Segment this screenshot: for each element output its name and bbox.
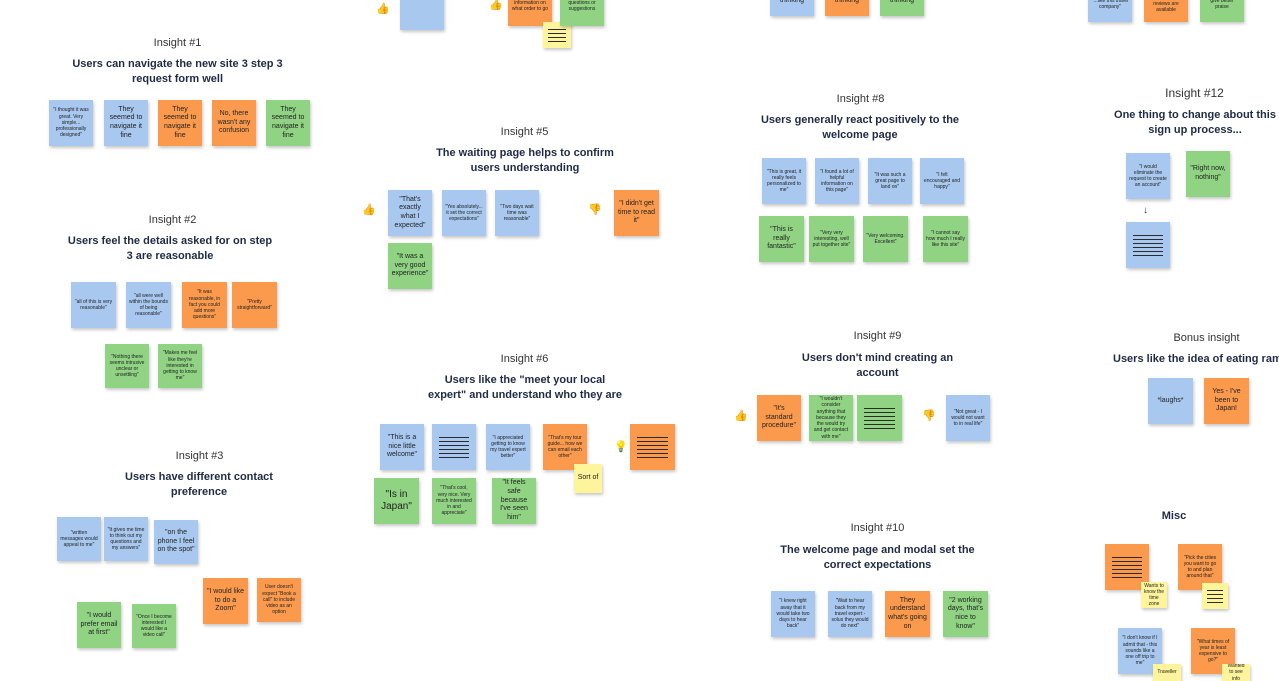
sticky-note[interactable]: "2 working days, that's nice to know" bbox=[943, 591, 988, 637]
sticky-note-lines[interactable] bbox=[1126, 222, 1170, 268]
sticky-note[interactable]: They seemed to navigate it fine bbox=[266, 100, 310, 146]
sticky-note[interactable]: "I would eliminate the request to create… bbox=[1126, 153, 1170, 199]
sticky-note[interactable]: *laughs* bbox=[1148, 378, 1193, 424]
insight-title: Users can navigate the new site 3 step 3… bbox=[72, 58, 283, 85]
sticky-note[interactable]: thinking bbox=[825, 0, 869, 16]
sticky-note[interactable]: give better praise bbox=[1200, 0, 1244, 22]
sticky-note[interactable]: "This is a nice little welcome" bbox=[380, 424, 424, 470]
sticky-note-lines[interactable] bbox=[630, 424, 675, 470]
thumbs-up-icon: 👍 bbox=[489, 0, 503, 11]
sticky-note[interactable]: "Two days wait time was reasonable" bbox=[495, 190, 539, 236]
sticky-note[interactable]: "This is great, it really feels personal… bbox=[762, 158, 806, 204]
sticky-note[interactable]: "I appreciated getting to know my travel… bbox=[486, 424, 530, 470]
sticky-note[interactable]: should have reviews are available bbox=[1144, 0, 1188, 22]
sticky-note[interactable]: They seemed to navigate it fine bbox=[158, 100, 202, 146]
sticky-note[interactable] bbox=[400, 0, 444, 30]
sticky-note[interactable]: thinking bbox=[880, 0, 924, 16]
sticky-note[interactable]: "I would prefer email at first" bbox=[77, 602, 121, 648]
sticky-note[interactable]: They understand what's going on bbox=[885, 591, 930, 637]
sticky-note[interactable]: "I didn't get time to read it" bbox=[614, 190, 659, 236]
insight-label: Insight #5 bbox=[500, 126, 549, 138]
insight-label: Insight #3 bbox=[175, 450, 224, 462]
insight-label: Insight #8 bbox=[836, 93, 885, 105]
sticky-note-lines[interactable] bbox=[543, 22, 571, 48]
sticky-note[interactable]: "I cannot say how much I really like thi… bbox=[923, 216, 968, 262]
sticky-note-lines[interactable] bbox=[1202, 583, 1228, 609]
sticky-note[interactable]: "It feels safe because I've seen him" bbox=[492, 478, 536, 524]
sticky-note[interactable]: "It's standard procedure" bbox=[757, 395, 801, 441]
insight-label: Insight #10 bbox=[850, 522, 905, 534]
insight-label: Insight #6 bbox=[500, 353, 549, 365]
sticky-note[interactable]: "It was a very good experience" bbox=[388, 243, 432, 289]
sticky-note[interactable]: "I felt encouraged and happy" bbox=[920, 158, 964, 204]
sticky-note[interactable]: Yes - I've been to Japan! bbox=[1204, 378, 1249, 424]
sticky-note-lines[interactable] bbox=[857, 395, 902, 441]
sticky-note[interactable]: "I thought it was great. Very simple... … bbox=[49, 100, 93, 146]
insight-title: Users like the idea of eating ram bbox=[1113, 353, 1279, 365]
insight-label: Insight #9 bbox=[853, 330, 902, 342]
sticky-note[interactable]: "Makes me feel like they're interested i… bbox=[158, 344, 202, 388]
sticky-note[interactable]: "This is really fantastic" bbox=[759, 216, 804, 262]
sticky-note[interactable]: "Not great - I would not want to in real… bbox=[946, 395, 990, 441]
sticky-note[interactable]: "That's my tour guide... how we can emai… bbox=[543, 424, 587, 470]
sticky-note[interactable]: Wanted to see info bbox=[1222, 664, 1250, 681]
sticky-note[interactable]: information on what order to go bbox=[508, 0, 552, 26]
sticky-note[interactable]: "It was reasonable, in fact you could ad… bbox=[182, 282, 227, 328]
insight-title: One thing to change about this sign up p… bbox=[1114, 109, 1276, 136]
sticky-note[interactable]: "all of this is very reasonable" bbox=[71, 282, 116, 328]
sticky-note[interactable]: "I knew right away that it would take tw… bbox=[771, 591, 815, 637]
sticky-note[interactable]: They seemed to navigate it fine bbox=[104, 100, 148, 146]
insight-title: Users have different contact preference bbox=[125, 471, 273, 498]
thumbs-up-icon: 👍 bbox=[362, 204, 376, 216]
sticky-note[interactable]: "Once I become interested I would like a… bbox=[132, 604, 176, 648]
sticky-note[interactable]: "...like this travel company" bbox=[1088, 0, 1132, 22]
sticky-note[interactable]: Traveller bbox=[1153, 664, 1181, 681]
thumbs-down-icon: 👎 bbox=[922, 410, 936, 422]
insight-title: Users like the "meet your local expert" … bbox=[427, 374, 623, 401]
insight-label: Insight #12 bbox=[1165, 86, 1224, 100]
sticky-note[interactable]: "Is in Japan" bbox=[374, 478, 419, 524]
sticky-note-lines[interactable] bbox=[432, 424, 476, 470]
sticky-note[interactable]: "on the phone I feel on the spot" bbox=[154, 520, 198, 564]
insight-label: Insight #2 bbox=[148, 214, 197, 226]
sticky-note[interactable]: Sort of bbox=[574, 464, 602, 493]
insight-title: Users generally react positively to the … bbox=[760, 114, 960, 141]
sticky-note[interactable]: thinking bbox=[770, 0, 814, 16]
sticky-note[interactable]: "Pretty straightforward" bbox=[232, 282, 277, 328]
sticky-note[interactable]: No, there wasn't any confusion bbox=[212, 100, 256, 146]
thumbs-up-icon: 👍 bbox=[734, 410, 748, 422]
sticky-note[interactable]: questions or suggestions bbox=[560, 0, 604, 26]
sticky-note[interactable]: "Wait to hear back from my travel expert… bbox=[828, 591, 872, 637]
thumbs-up-icon: 👍 bbox=[376, 3, 390, 15]
sticky-note[interactable]: Wants to know the time zone bbox=[1141, 582, 1167, 608]
thumbs-down-icon: 👎 bbox=[588, 204, 602, 216]
sticky-note[interactable]: "I wouldn't consider anything that becau… bbox=[809, 395, 853, 441]
sticky-note[interactable]: "Right now, nothing" bbox=[1186, 151, 1230, 197]
insight-label: Insight #1 bbox=[153, 37, 202, 49]
sticky-note[interactable]: "Yes absolutely... it set the correct ex… bbox=[442, 190, 486, 236]
lightbulb-icon: 💡 bbox=[614, 441, 628, 453]
sticky-note[interactable]: "Very very interesting, well put togethe… bbox=[809, 216, 854, 262]
arrow-down-icon: ↓ bbox=[1143, 205, 1148, 216]
sticky-note[interactable]: "Very welcoming. Excellent" bbox=[863, 216, 908, 262]
sticky-note[interactable]: "all were well within the bounds of bein… bbox=[126, 282, 171, 328]
sticky-note[interactable]: "I found a lot of helpful information on… bbox=[815, 158, 859, 204]
sticky-note[interactable]: "Nothing there seems intrusive unclear o… bbox=[105, 344, 149, 388]
sticky-note[interactable]: "I would like to do a Zoom" bbox=[203, 578, 248, 624]
sticky-note[interactable]: "It was such a great page to land on" bbox=[868, 158, 912, 204]
sticky-note[interactable]: "written messages would appeal to me" bbox=[57, 517, 101, 561]
insight-title: Misc bbox=[1161, 510, 1187, 522]
sticky-note[interactable]: "That's exactly what I expected" bbox=[388, 190, 432, 236]
insight-title: The welcome page and modal set the corre… bbox=[780, 544, 975, 571]
sticky-note[interactable]: "That's cool, very nice. Very much inter… bbox=[432, 478, 476, 524]
insight-label: Bonus insight bbox=[1173, 332, 1240, 344]
insight-title: Users don't mind creating an account bbox=[801, 352, 954, 379]
sticky-note[interactable]: "What times of year is least expensive t… bbox=[1191, 628, 1235, 674]
sticky-note[interactable]: "Pick the cities you want to go to and p… bbox=[1178, 544, 1222, 590]
sticky-note[interactable]: "It gives me time to think out my questi… bbox=[104, 517, 148, 561]
insight-title: Users feel the details asked for on step… bbox=[67, 235, 273, 262]
sticky-note[interactable]: User doesn't expect "Book a call" to inc… bbox=[257, 578, 301, 622]
insight-title: The waiting page helps to confirm users … bbox=[436, 147, 614, 174]
